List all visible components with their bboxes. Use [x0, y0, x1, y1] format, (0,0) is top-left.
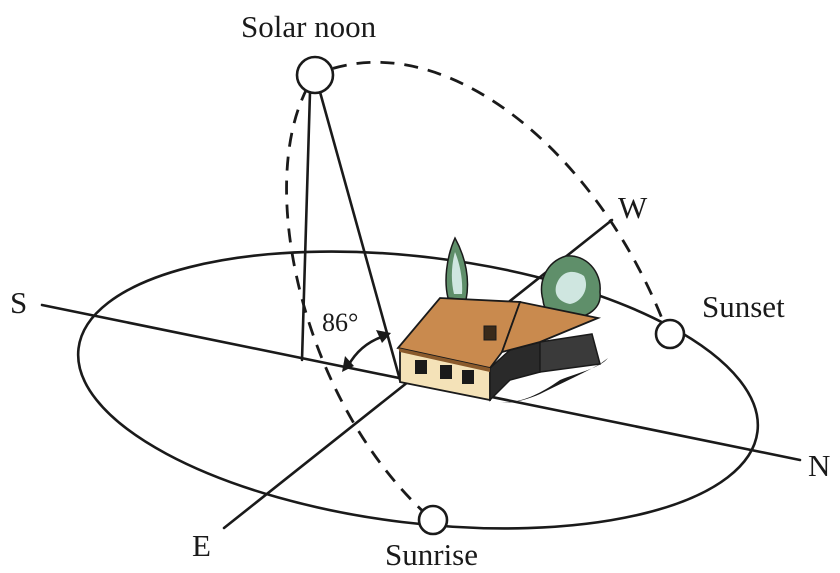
- south-label: S: [10, 285, 27, 320]
- sun-sunrise: [417, 504, 449, 536]
- solar-noon-label: Solar noon: [241, 9, 377, 44]
- sun-sunset: [654, 318, 686, 350]
- tree-tall-icon: [445, 236, 469, 301]
- east-label: E: [192, 528, 211, 563]
- sun-solar-noon: [295, 55, 335, 95]
- noon-vertical-line: [300, 90, 312, 362]
- angle-arrowhead-left: [342, 356, 354, 372]
- sunrise-label: Sunrise: [385, 537, 478, 572]
- tree-bushy-icon: [540, 255, 601, 319]
- west-label: W: [618, 190, 648, 225]
- sunset-label: Sunset: [702, 289, 785, 324]
- house-icon: [396, 297, 608, 403]
- sun-path-arc: [285, 60, 670, 518]
- horizon-ellipse: [76, 250, 760, 530]
- angle-arc: [346, 334, 386, 368]
- noon-sight-line: [318, 90, 402, 382]
- north-label: N: [808, 448, 830, 483]
- angle-label: 86°: [322, 308, 358, 337]
- angle-arrowhead-right: [376, 330, 391, 343]
